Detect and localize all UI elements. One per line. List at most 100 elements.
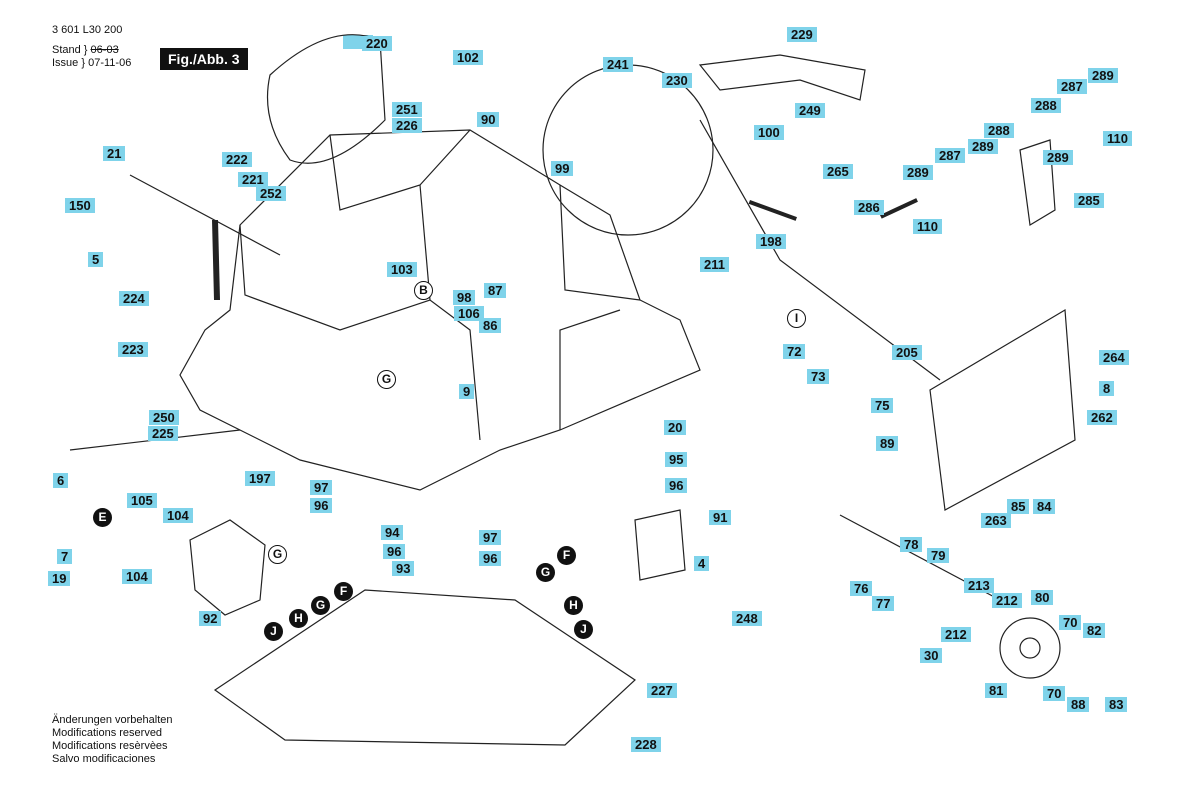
tag-92: 92 bbox=[199, 611, 222, 626]
note-en: Modifications reserved bbox=[52, 727, 163, 739]
tag-248: 248 bbox=[732, 611, 762, 626]
tag-82: 82 bbox=[1083, 623, 1106, 638]
tag-95: 95 bbox=[665, 452, 688, 467]
tag-90: 90 bbox=[477, 112, 500, 127]
stand-value: 06-03 bbox=[90, 44, 119, 56]
tag-86: 86 bbox=[479, 318, 502, 333]
tag-226: 226 bbox=[392, 118, 422, 133]
tag-205: 205 bbox=[892, 345, 922, 360]
figure-label: Fig./Abb. 3 bbox=[160, 48, 248, 70]
tag-287-b: 287 bbox=[935, 148, 965, 163]
tag-75: 75 bbox=[871, 398, 894, 413]
tag-80: 80 bbox=[1031, 590, 1054, 605]
tag-96-d: 96 bbox=[479, 551, 502, 566]
tag-96-b: 96 bbox=[665, 478, 688, 493]
tag-88: 88 bbox=[1067, 697, 1090, 712]
tag-198: 198 bbox=[756, 234, 786, 249]
tag-7: 7 bbox=[57, 549, 73, 564]
tag-5: 5 bbox=[88, 252, 104, 267]
note-fr: Modifications resèrvèes bbox=[52, 740, 168, 752]
callout-h-a: H bbox=[289, 609, 308, 628]
tag-285: 285 bbox=[1074, 193, 1104, 208]
tag-110-a: 110 bbox=[1103, 131, 1132, 146]
tag-212-b: 212 bbox=[941, 627, 971, 642]
issue-value: 07-11-06 bbox=[88, 57, 132, 69]
tag-100: 100 bbox=[754, 125, 784, 140]
tag-227: 227 bbox=[647, 683, 677, 698]
tag-221: 221 bbox=[238, 172, 268, 187]
tag-223: 223 bbox=[118, 342, 148, 357]
tag-85: 85 bbox=[1007, 499, 1030, 514]
tag-262: 262 bbox=[1087, 410, 1117, 425]
tag-288-a: 288 bbox=[1031, 98, 1061, 113]
tag-220: 220 bbox=[362, 36, 392, 51]
tag-289-d: 289 bbox=[903, 165, 933, 180]
tag-213: 213 bbox=[964, 578, 994, 593]
tag-265: 265 bbox=[823, 164, 853, 179]
tag-84: 84 bbox=[1033, 499, 1056, 514]
tag-99: 99 bbox=[551, 161, 574, 176]
tag-70-a: 70 bbox=[1059, 615, 1082, 630]
tag-263: 263 bbox=[981, 513, 1011, 528]
tag-97-a: 97 bbox=[310, 480, 333, 495]
tag-91: 91 bbox=[709, 510, 732, 525]
tag-252: 252 bbox=[256, 186, 286, 201]
tag-104-b: 104 bbox=[122, 569, 152, 584]
note-de: Änderungen vorbehalten bbox=[52, 714, 173, 726]
callout-g-b: G bbox=[268, 545, 287, 564]
tag-30: 30 bbox=[920, 648, 943, 663]
tag-87: 87 bbox=[484, 283, 507, 298]
tag-78: 78 bbox=[900, 537, 923, 552]
tag-289-c: 289 bbox=[1043, 150, 1073, 165]
part-number: 3 601 L30 200 bbox=[52, 24, 123, 36]
tag-72: 72 bbox=[783, 344, 806, 359]
tag-288-b: 288 bbox=[984, 123, 1014, 138]
tag-224: 224 bbox=[119, 291, 149, 306]
tag-6: 6 bbox=[53, 473, 69, 488]
tag-289-b: 289 bbox=[968, 139, 998, 154]
tag-19: 19 bbox=[48, 571, 71, 586]
callout-b: B bbox=[414, 281, 433, 300]
callout-j-b: J bbox=[574, 620, 593, 639]
tag-73: 73 bbox=[807, 369, 830, 384]
callout-g-a: G bbox=[377, 370, 396, 389]
tag-79: 79 bbox=[927, 548, 950, 563]
tag-98: 98 bbox=[453, 290, 476, 305]
tag-20: 20 bbox=[664, 420, 687, 435]
tag-103: 103 bbox=[387, 262, 417, 277]
tag-96-a: 96 bbox=[310, 498, 333, 513]
callout-g-d: G bbox=[536, 563, 555, 582]
tag-197: 197 bbox=[245, 471, 275, 486]
tag-76: 76 bbox=[850, 581, 873, 596]
tag-211: 211 bbox=[700, 257, 729, 272]
callout-h-b: H bbox=[564, 596, 583, 615]
tag-96-c: 96 bbox=[383, 544, 406, 559]
note-es: Salvo modificaciones bbox=[52, 753, 156, 765]
tag-249: 249 bbox=[795, 103, 825, 118]
issue-label: Issue bbox=[52, 57, 79, 69]
tag-228: 228 bbox=[631, 737, 661, 752]
tag-104-a: 104 bbox=[163, 508, 193, 523]
tag-212-a: 212 bbox=[992, 593, 1022, 608]
tag-97-b: 97 bbox=[479, 530, 502, 545]
tag-77: 77 bbox=[872, 596, 895, 611]
tag-70-b: 70 bbox=[1043, 686, 1066, 701]
tag-150: 150 bbox=[65, 198, 95, 213]
tag-102: 102 bbox=[453, 50, 483, 65]
tag-110-b: 110 bbox=[913, 219, 942, 234]
callout-f-a: F bbox=[334, 582, 353, 601]
tag-250: 250 bbox=[149, 410, 179, 425]
tag-8: 8 bbox=[1099, 381, 1115, 396]
tag-241: 241 bbox=[603, 57, 633, 72]
tag-81: 81 bbox=[985, 683, 1008, 698]
tag-222: 222 bbox=[222, 152, 252, 167]
tag-83: 83 bbox=[1105, 697, 1128, 712]
callout-f-b: F bbox=[557, 546, 576, 565]
stand-issue: Stand } 06-03 Issue } 07-11-06 bbox=[52, 44, 132, 69]
tag-106: 106 bbox=[454, 306, 484, 321]
tag-93: 93 bbox=[392, 561, 415, 576]
tag-286: 286 bbox=[854, 200, 884, 215]
tag-225: 225 bbox=[148, 426, 178, 441]
callout-e: E bbox=[93, 508, 112, 527]
